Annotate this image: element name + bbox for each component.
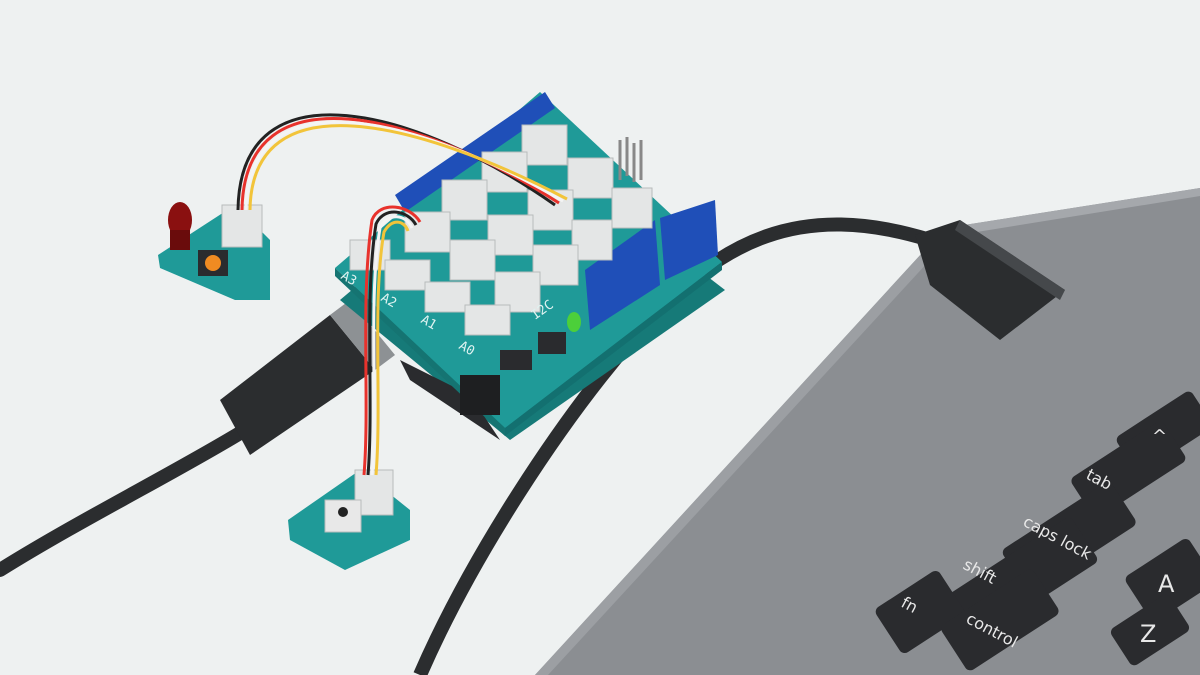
key-z[interactable]: [1109, 592, 1192, 667]
grove-cable-button: [362, 205, 422, 476]
grove-base-shield: [335, 92, 722, 428]
usb-b-plug-icon: [220, 315, 375, 455]
label-a1: A1: [418, 312, 439, 333]
header-right-a: [585, 220, 660, 330]
key-a[interactable]: [1123, 537, 1200, 624]
keyboard: ^ tab caps lock shift fn control A Z: [873, 391, 1200, 672]
power-jack: [460, 375, 500, 415]
label-a2: A2: [378, 290, 399, 311]
header-top: [395, 92, 555, 212]
reset-button: [538, 332, 566, 354]
key-fn-label: fn: [898, 593, 921, 617]
usb-plug-icon: [915, 220, 1065, 340]
label-a0: A0: [456, 338, 477, 359]
red-led-module: [158, 202, 270, 300]
green-led: [567, 312, 581, 332]
key-control[interactable]: [939, 567, 1061, 672]
red-led: [168, 202, 192, 238]
key-z-label: Z: [1140, 620, 1156, 648]
key-caret-label: ^: [1152, 426, 1167, 447]
power-switch: [500, 350, 532, 370]
key-fn[interactable]: [873, 569, 966, 656]
label-a3: A3: [338, 268, 359, 289]
potentiometer: [205, 255, 221, 271]
icsp-pins: [618, 137, 643, 182]
key-a-label: A: [1158, 570, 1175, 598]
button-module: [288, 469, 410, 570]
grove-cable-led: [236, 113, 568, 211]
header-right-b: [660, 200, 718, 280]
arduino-board: A3 A2 A1 A0 I2C: [335, 92, 725, 440]
